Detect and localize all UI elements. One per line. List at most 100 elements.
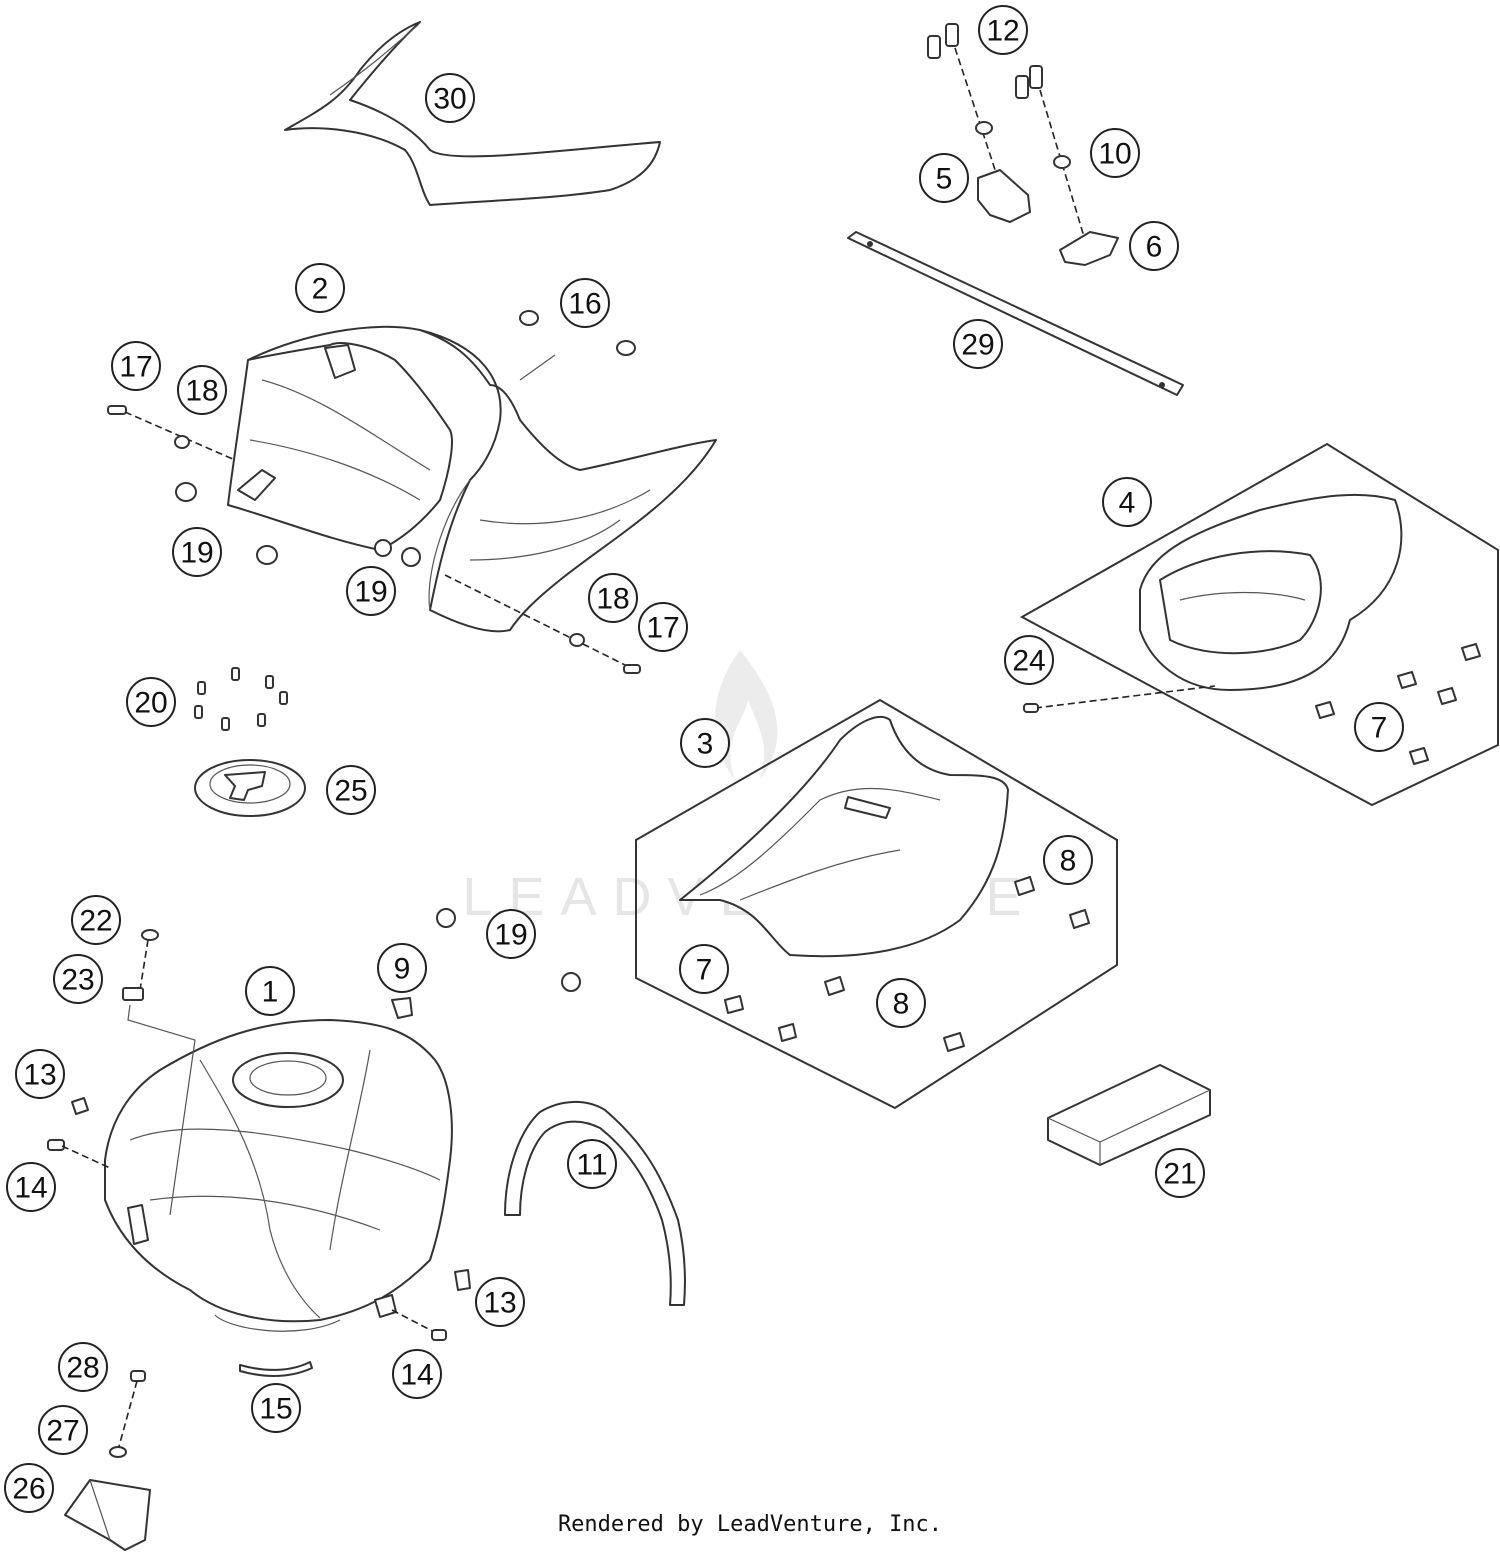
callout-circle [1102, 477, 1152, 527]
callout-circle [377, 943, 427, 993]
panel-fasteners[interactable] [107, 405, 641, 674]
tank-vent-hardware[interactable] [122, 929, 196, 1216]
callout-label: 24 [1012, 645, 1045, 678]
callout-label: 3 [697, 728, 714, 761]
bracket-hardware[interactable] [64, 1370, 151, 1551]
callout-25[interactable]: 25 [326, 765, 376, 815]
callout-circle [4, 1463, 54, 1513]
callout-label: 19 [180, 537, 213, 570]
callout-10[interactable]: 10 [1090, 128, 1140, 178]
footer-credit: Rendered by LeadVenture, Inc. [557, 1512, 943, 1537]
callout-circle [425, 73, 475, 123]
callout-4[interactable]: 4 [1102, 477, 1152, 527]
callout-circle [295, 263, 345, 313]
callout-circle [58, 1342, 108, 1392]
callout-circle [978, 5, 1028, 55]
rubber-grommets-19[interactable] [391, 908, 581, 1019]
callout-label: 7 [1371, 712, 1388, 745]
callout-circle [15, 1049, 65, 1099]
callout-label: 14 [400, 1359, 433, 1392]
callout-circle [638, 602, 688, 652]
seat-strap-part[interactable] [847, 231, 1184, 396]
callout-circle [679, 944, 729, 994]
seal-part-11[interactable] [504, 1100, 686, 1306]
callout-30[interactable]: 30 [425, 73, 475, 123]
callout-label: 25 [334, 775, 367, 808]
callout-12[interactable]: 12 [978, 5, 1028, 55]
callout-label: 10 [1098, 138, 1131, 171]
callout-label: 16 [568, 288, 601, 321]
callout-2[interactable]: 2 [295, 263, 345, 313]
filler-cap-part[interactable] [194, 667, 306, 817]
callout-22[interactable]: 22 [71, 895, 121, 945]
callout-17a[interactable]: 17 [111, 341, 161, 391]
callout-label: 17 [646, 612, 679, 645]
callout-circle [392, 1349, 442, 1399]
callout-label: 8 [1060, 845, 1077, 878]
callout-label: 26 [12, 1473, 45, 1506]
seat-lock-hardware[interactable] [927, 23, 1119, 266]
callout-19b[interactable]: 19 [346, 566, 396, 616]
callout-circle [560, 278, 610, 328]
callout-28[interactable]: 28 [58, 1342, 108, 1392]
callout-3[interactable]: 3 [680, 718, 730, 768]
callout-21[interactable]: 21 [1155, 1148, 1205, 1198]
callout-19a[interactable]: 19 [172, 527, 222, 577]
callout-label: 19 [354, 576, 387, 609]
callout-5[interactable]: 5 [919, 153, 969, 203]
callout-circle [919, 153, 969, 203]
callout-20[interactable]: 20 [126, 677, 176, 727]
block-part-21[interactable] [1047, 1064, 1211, 1166]
tank-fasteners[interactable] [47, 1097, 471, 1341]
front-trim-part[interactable] [284, 21, 661, 206]
callout-circle [177, 365, 227, 415]
callout-14b[interactable]: 14 [392, 1349, 442, 1399]
callout-circle [326, 765, 376, 815]
callout-label: 11 [576, 1149, 607, 1182]
callout-7a[interactable]: 7 [1354, 702, 1404, 752]
strip-part-15[interactable] [239, 1361, 313, 1377]
front-seat-kit[interactable] [635, 698, 1118, 1110]
callout-circle [126, 677, 176, 727]
callout-label: 23 [61, 964, 94, 997]
callout-18b[interactable]: 18 [588, 573, 638, 623]
callout-circle [1043, 835, 1093, 885]
callout-label: 18 [185, 375, 218, 408]
callout-7b[interactable]: 7 [679, 944, 729, 994]
callout-label: 22 [79, 905, 112, 938]
callout-29[interactable]: 29 [953, 319, 1003, 369]
callout-circle [1155, 1148, 1205, 1198]
callout-label: 21 [1163, 1158, 1196, 1191]
callout-13a[interactable]: 13 [15, 1049, 65, 1099]
callout-15[interactable]: 15 [251, 1383, 301, 1433]
callout-27[interactable]: 27 [38, 1405, 88, 1455]
callout-circle [111, 341, 161, 391]
rubber-grommets-16[interactable] [519, 310, 636, 356]
callout-14a[interactable]: 14 [6, 1162, 56, 1212]
callout-label: 30 [433, 83, 466, 116]
callout-8a[interactable]: 8 [1043, 835, 1093, 885]
callout-13b[interactable]: 13 [475, 1277, 525, 1327]
callout-6[interactable]: 6 [1129, 221, 1179, 271]
callout-11[interactable]: 11 [567, 1139, 617, 1189]
tank-cover-part[interactable] [227, 325, 717, 633]
callout-16[interactable]: 16 [560, 278, 610, 328]
callout-17b[interactable]: 17 [638, 602, 688, 652]
callout-19c[interactable]: 19 [486, 909, 536, 959]
callout-8b[interactable]: 8 [876, 978, 926, 1028]
callout-label: 13 [23, 1059, 56, 1092]
callout-label: 7 [696, 954, 713, 987]
callout-label: 13 [483, 1287, 516, 1320]
callout-9[interactable]: 9 [377, 943, 427, 993]
callout-23[interactable]: 23 [53, 954, 103, 1004]
callout-24[interactable]: 24 [1004, 635, 1054, 685]
callout-label: 27 [46, 1415, 79, 1448]
callout-circle [172, 527, 222, 577]
callout-26[interactable]: 26 [4, 1463, 54, 1513]
fuel-tank-part[interactable] [104, 1019, 453, 1332]
callout-18a[interactable]: 18 [177, 365, 227, 415]
callout-1[interactable]: 1 [245, 966, 295, 1016]
callout-label: 20 [134, 687, 167, 720]
rear-seat-kit[interactable] [1019, 442, 1499, 807]
callout-label: 8 [893, 988, 910, 1021]
